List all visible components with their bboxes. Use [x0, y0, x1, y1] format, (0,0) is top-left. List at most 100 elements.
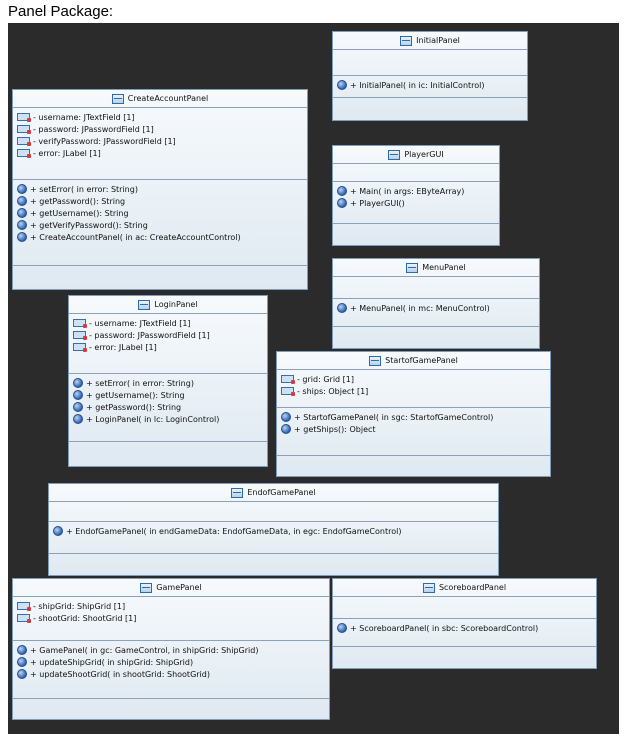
operation-row: + updateShipGrid( in shipGrid: ShipGrid): [17, 656, 325, 668]
class-end-of-game-panel[interactable]: EndofGamePanel + EndofGamePanel( in endG…: [48, 483, 499, 576]
class-game-panel[interactable]: GamePanel - shipGrid: ShipGrid [1] - shoo…: [12, 578, 330, 720]
public-operation-icon: [337, 198, 347, 208]
attribute-row: - ships: Object [1]: [281, 385, 546, 397]
private-attribute-icon: [73, 331, 87, 340]
attributes-compartment: [333, 277, 539, 299]
class-header: EndofGamePanel: [49, 484, 498, 502]
class-start-of-game-panel[interactable]: StartofGamePanel - grid: Grid [1]- ships…: [276, 351, 551, 477]
diagram-canvas: InitialPanel + InitialPanel( in ic: Init…: [8, 23, 619, 734]
operation-text: + Main( in args: EByteArray): [350, 186, 465, 196]
attribute-row: - password: JPasswordField [1]: [73, 329, 263, 341]
class-header: PlayerGUI: [333, 146, 499, 164]
operation-text: + getVerifyPassword(): String: [30, 220, 148, 230]
class-scoreboard-panel[interactable]: ScoreboardPanel + ScoreboardPanel( in sb…: [332, 578, 597, 669]
class-name: GamePanel: [156, 583, 202, 592]
class-icon: [111, 93, 124, 104]
operation-text: + GamePanel( in gc: GameControl, in ship…: [30, 645, 259, 655]
public-operation-icon: [17, 208, 27, 218]
attributes-compartment: [333, 164, 499, 182]
private-attribute-icon: [17, 137, 31, 146]
class-icon: [406, 262, 419, 273]
operation-row: + InitialPanel( in ic: InitialControl): [337, 79, 523, 91]
operation-text: + getPassword(): String: [86, 402, 182, 412]
attribute-row: - username: JTextField [1]: [73, 317, 263, 329]
class-header: StartofGamePanel: [277, 352, 550, 370]
class-name: InitialPanel: [416, 36, 460, 45]
operation-row: + getUsername(): String: [73, 389, 263, 401]
operation-row: + Main( in args: EByteArray): [337, 185, 495, 197]
attribute-row: - shootGrid: ShootGrid [1]: [17, 612, 325, 624]
class-icon: [140, 582, 153, 593]
operation-text: + InitialPanel( in ic: InitialControl): [350, 80, 485, 90]
class-icon: [138, 299, 151, 310]
empty-compartment: [49, 554, 498, 575]
class-create-account-panel[interactable]: CreateAccountPanel - username: JTextFiel…: [12, 89, 308, 290]
attribute-text: - password: JPasswordField [1]: [33, 124, 154, 134]
operation-row: + LoginPanel( in lc: LoginControl): [73, 413, 263, 425]
attribute-text: - ships: Object [1]: [297, 386, 369, 396]
public-operation-icon: [17, 669, 27, 679]
operations-compartment: + MenuPanel( in mc: MenuControl): [333, 299, 539, 327]
class-icon: [388, 149, 401, 160]
attribute-text: - verifyPassword: JPasswordField [1]: [33, 136, 176, 146]
operation-row: + GamePanel( in gc: GameControl, in ship…: [17, 644, 325, 656]
operations-compartment: + Main( in args: EByteArray) + PlayerGUI(…: [333, 182, 499, 224]
public-operation-icon: [281, 412, 291, 422]
attribute-text: - shipGrid: ShipGrid [1]: [33, 601, 126, 611]
operation-text: + setError( in error: String): [86, 378, 194, 388]
public-operation-icon: [73, 402, 83, 412]
operation-row: + StartofGamePanel( in sgc: StartofGameC…: [281, 411, 546, 423]
operation-text: + getUsername(): String: [86, 390, 185, 400]
operation-text: + PlayerGUI(): [350, 198, 405, 208]
private-attribute-icon: [17, 113, 31, 122]
class-header: CreateAccountPanel: [13, 90, 307, 108]
attributes-compartment: [333, 597, 596, 619]
public-operation-icon: [17, 184, 27, 194]
class-initial-panel[interactable]: InitialPanel + InitialPanel( in ic: Init…: [332, 31, 528, 121]
attribute-text: - username: JTextField [1]: [89, 318, 191, 328]
class-icon: [231, 487, 244, 498]
operation-text: + EndofGamePanel( in endGameData: EndofG…: [66, 526, 402, 536]
operations-compartment: + setError( in error: String) + getUserna…: [69, 374, 267, 442]
operation-text: + updateShipGrid( in shipGrid: ShipGrid): [30, 657, 194, 667]
class-player-gui[interactable]: PlayerGUI + Main( in args: EByteArray)+ …: [332, 145, 500, 246]
operations-compartment: + setError( in error: String) + getPasswo…: [13, 180, 307, 266]
empty-compartment: [333, 647, 596, 668]
attribute-text: - username: JTextField [1]: [33, 112, 135, 122]
public-operation-icon: [73, 390, 83, 400]
public-operation-icon: [73, 414, 83, 424]
private-attribute-icon: [17, 125, 31, 134]
class-menu-panel[interactable]: MenuPanel + MenuPanel( in mc: MenuContro…: [332, 258, 540, 349]
class-header: MenuPanel: [333, 259, 539, 277]
operation-row: + MenuPanel( in mc: MenuControl): [337, 302, 535, 314]
class-login-panel[interactable]: LoginPanel - username: JTextField [1]- p…: [68, 295, 268, 467]
operation-text: + setError( in error: String): [30, 184, 138, 194]
operation-text: + getUsername(): String: [30, 208, 129, 218]
attribute-row: - password: JPasswordField [1]: [17, 123, 303, 135]
public-operation-icon: [17, 232, 27, 242]
attribute-row: - username: JTextField [1]: [17, 111, 303, 123]
class-name: ScoreboardPanel: [438, 583, 507, 592]
operation-row: + getShips(): Object: [281, 423, 546, 435]
class-header: GamePanel: [13, 579, 329, 597]
operation-row: + getUsername(): String: [17, 207, 303, 219]
operation-row: + getPassword(): String: [17, 195, 303, 207]
attributes-compartment: - shipGrid: ShipGrid [1] - shootGrid: Sho…: [13, 597, 329, 641]
operation-row: + CreateAccountPanel( in ac: CreateAccou…: [17, 231, 303, 243]
operation-row: + ScoreboardPanel( in sbc: ScoreboardCon…: [337, 622, 592, 634]
attributes-compartment: [49, 502, 498, 522]
operation-row: + getVerifyPassword(): String: [17, 219, 303, 231]
public-operation-icon: [337, 623, 347, 633]
empty-compartment: [333, 98, 527, 120]
empty-compartment: [277, 456, 550, 476]
attribute-text: - password: JPasswordField [1]: [89, 330, 210, 340]
empty-compartment: [13, 699, 329, 719]
class-icon: [369, 355, 382, 366]
public-operation-icon: [17, 657, 27, 667]
attribute-text: - shootGrid: ShootGrid [1]: [33, 613, 137, 623]
operation-text: + getShips(): Object: [294, 424, 376, 434]
attribute-text: - error: JLabel [1]: [89, 342, 157, 352]
public-operation-icon: [17, 645, 27, 655]
attribute-row: - grid: Grid [1]: [281, 373, 546, 385]
operation-text: + getPassword(): String: [30, 196, 126, 206]
